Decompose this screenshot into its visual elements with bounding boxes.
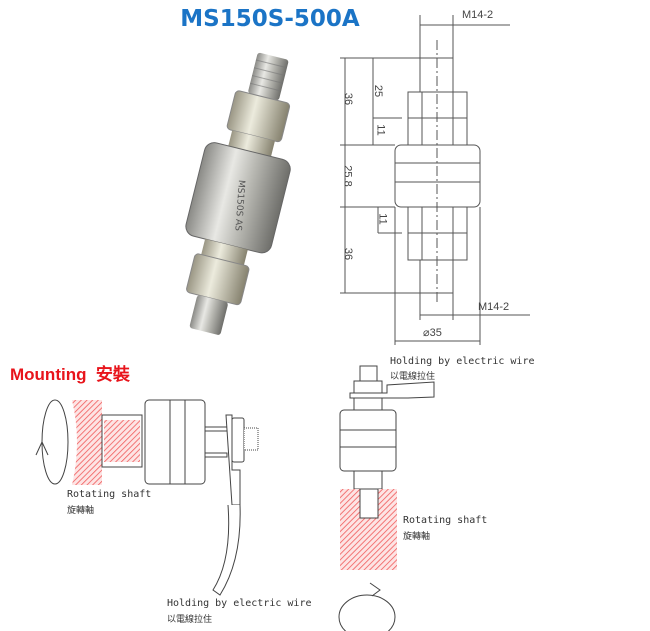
- left-wire-label-cn: 以電線拉住: [167, 615, 213, 625]
- mounting-horizontal: [35, 399, 259, 596]
- mounting-vertical: [338, 365, 435, 631]
- photo-marking: MS150S AS: [232, 180, 246, 232]
- dim-upper-nut: 11: [374, 124, 387, 136]
- dimension-drawing: [340, 15, 530, 345]
- rotation-arrow-icon: [338, 594, 396, 631]
- mounting-heading: Mounting 安裝: [10, 365, 130, 384]
- dim-upper-thread: 25: [372, 84, 385, 98]
- right-wire-label: Holding by electric wire: [390, 356, 535, 367]
- dim-lower-nut: 11: [376, 213, 389, 225]
- left-shaft-label-cn: 旋轉軸: [67, 506, 95, 516]
- right-shaft-label: Rotating shaft: [403, 515, 488, 526]
- dim-lower-total: 36: [342, 247, 355, 261]
- dim-upper-total: 36: [342, 92, 355, 106]
- dim-thread-top: M14-2: [462, 9, 494, 21]
- left-shaft-label: Rotating shaft: [67, 489, 152, 500]
- left-wire-label: Holding by electric wire: [167, 598, 312, 609]
- dim-body: 25.8: [341, 165, 354, 187]
- dim-thread-bottom: M14-2: [478, 301, 510, 313]
- right-wire-label-cn: 以電線拉住: [390, 372, 436, 382]
- dim-diameter: ⌀35: [423, 327, 442, 339]
- right-shaft-label-cn: 旋轉軸: [403, 532, 431, 542]
- product-title: MS150S-500A: [180, 6, 360, 32]
- rotation-arrow-icon: [41, 399, 69, 485]
- product-photo: MS150S AS: [185, 52, 291, 335]
